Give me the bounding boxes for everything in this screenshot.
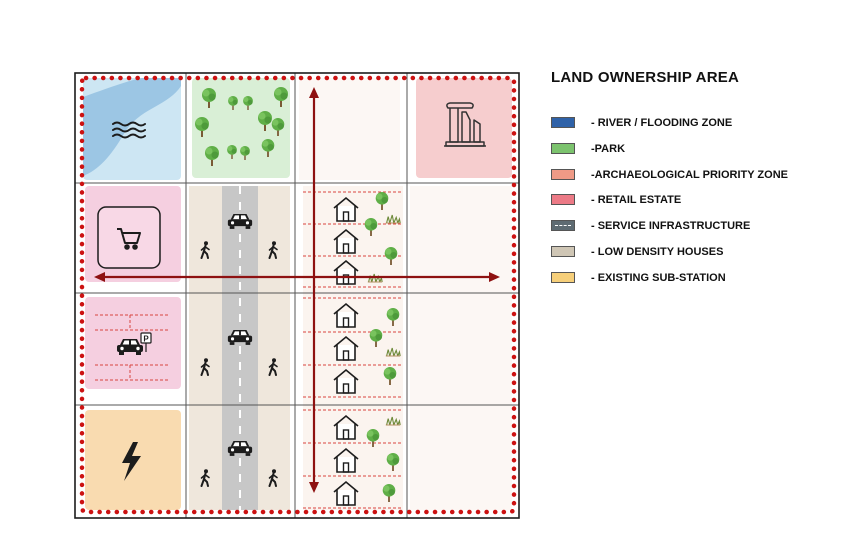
park-zone	[192, 78, 290, 178]
parking-zone: P	[85, 297, 181, 389]
site-boundary	[79, 75, 517, 515]
legend-label: - RETAIL ESTATE	[591, 194, 682, 207]
river-flooding-zone	[83, 77, 181, 180]
water-waves-icon	[112, 121, 146, 139]
existing-sub-station-zone	[85, 410, 181, 510]
archaeological-priority-zone	[416, 78, 512, 178]
ancient-columns-icon	[444, 102, 486, 147]
legend-label: - SERVICE INFRASTRUCTURE	[591, 220, 751, 233]
legend-label: - RIVER / FLOODING ZONE	[591, 117, 733, 129]
horizontal-axis-arrow	[94, 272, 500, 282]
shopping-cart-icon	[117, 228, 141, 250]
legend-swatch	[551, 271, 575, 283]
legend-item: - RETAIL ESTATE	[551, 193, 831, 207]
legend-label: - EXISTING SUB-STATION	[591, 271, 726, 284]
legend-item: -ARCHAEOLOGICAL PRIORITY ZONE	[551, 168, 831, 182]
legend-swatch	[551, 220, 575, 232]
legend-label: - LOW DENSITY HOUSES	[591, 246, 724, 258]
low-density-houses-zone	[303, 186, 403, 510]
parking-sign-label: P	[143, 335, 149, 344]
river-shape	[83, 77, 181, 176]
legend-swatch	[551, 117, 575, 128]
legend-item: -PARK	[551, 142, 831, 156]
legend-item: - RIVER / FLOODING ZONE	[551, 116, 831, 130]
site-outer-border	[74, 72, 520, 519]
legend-swatch	[551, 168, 575, 180]
lightning-bolt-icon	[122, 442, 141, 481]
legend-label: -ARCHAEOLOGICAL PRIORITY ZONE	[591, 168, 788, 181]
retail-sign	[97, 206, 161, 269]
grid-lines	[75, 73, 519, 518]
vertical-axis-arrow	[309, 87, 319, 493]
legend-swatch	[551, 194, 575, 206]
parking-sign-icon: P	[140, 332, 152, 352]
retail-estate-zone	[85, 186, 181, 282]
open-plot	[410, 186, 512, 510]
legend-item: - EXISTING SUB-STATION	[551, 271, 831, 285]
legend-title: LAND OWNERSHIP AREA	[551, 69, 739, 86]
legend-swatch	[551, 142, 575, 154]
legend-label: -PARK	[591, 142, 626, 155]
legend-swatch-dash	[555, 225, 571, 227]
legend-item: - LOW DENSITY HOUSES	[551, 245, 831, 259]
legend-swatch	[551, 246, 575, 257]
service-infrastructure-road	[189, 186, 290, 510]
legend-item: - SERVICE INFRASTRUCTURE	[551, 219, 831, 233]
